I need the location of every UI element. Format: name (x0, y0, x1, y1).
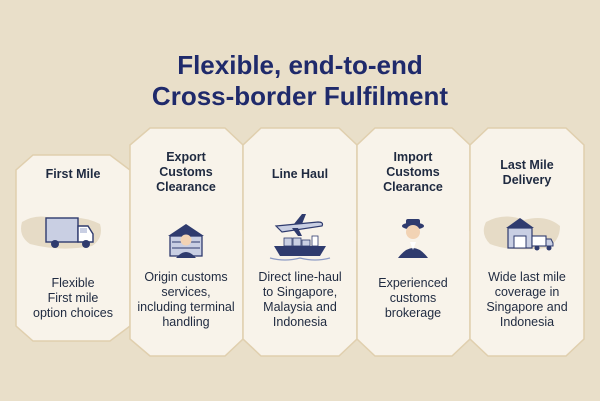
step-description: Flexible First mile option choices (33, 276, 113, 320)
page-title: Flexible, end-to-end Cross-border Fulfil… (0, 50, 600, 112)
step-title: Line Haul (271, 167, 329, 181)
customs-officer-warehouse-icon (168, 224, 204, 258)
truck-icon (21, 216, 101, 249)
step-description: Direct line-haul to Singapore, Malaysia … (258, 270, 342, 329)
warehouse-delivery-icon (483, 216, 560, 251)
step-title: Import Customs Clearance (383, 150, 443, 194)
plane-ship-icon (269, 214, 331, 261)
step-description: Origin customs services, including termi… (137, 270, 235, 329)
step-description: Wide last mile coverage in Singapore and… (486, 270, 568, 329)
title-line-1: Flexible, end-to-end (177, 50, 423, 80)
step-title: Last Mile Delivery (500, 158, 554, 187)
step-description: Experienced customs brokerage (378, 276, 448, 320)
title-line-2: Cross-border Fulfilment (151, 81, 449, 111)
step-title: Export Customs Clearance (156, 150, 216, 194)
customs-officer-icon (398, 219, 428, 258)
step-title: First Mile (45, 167, 101, 181)
